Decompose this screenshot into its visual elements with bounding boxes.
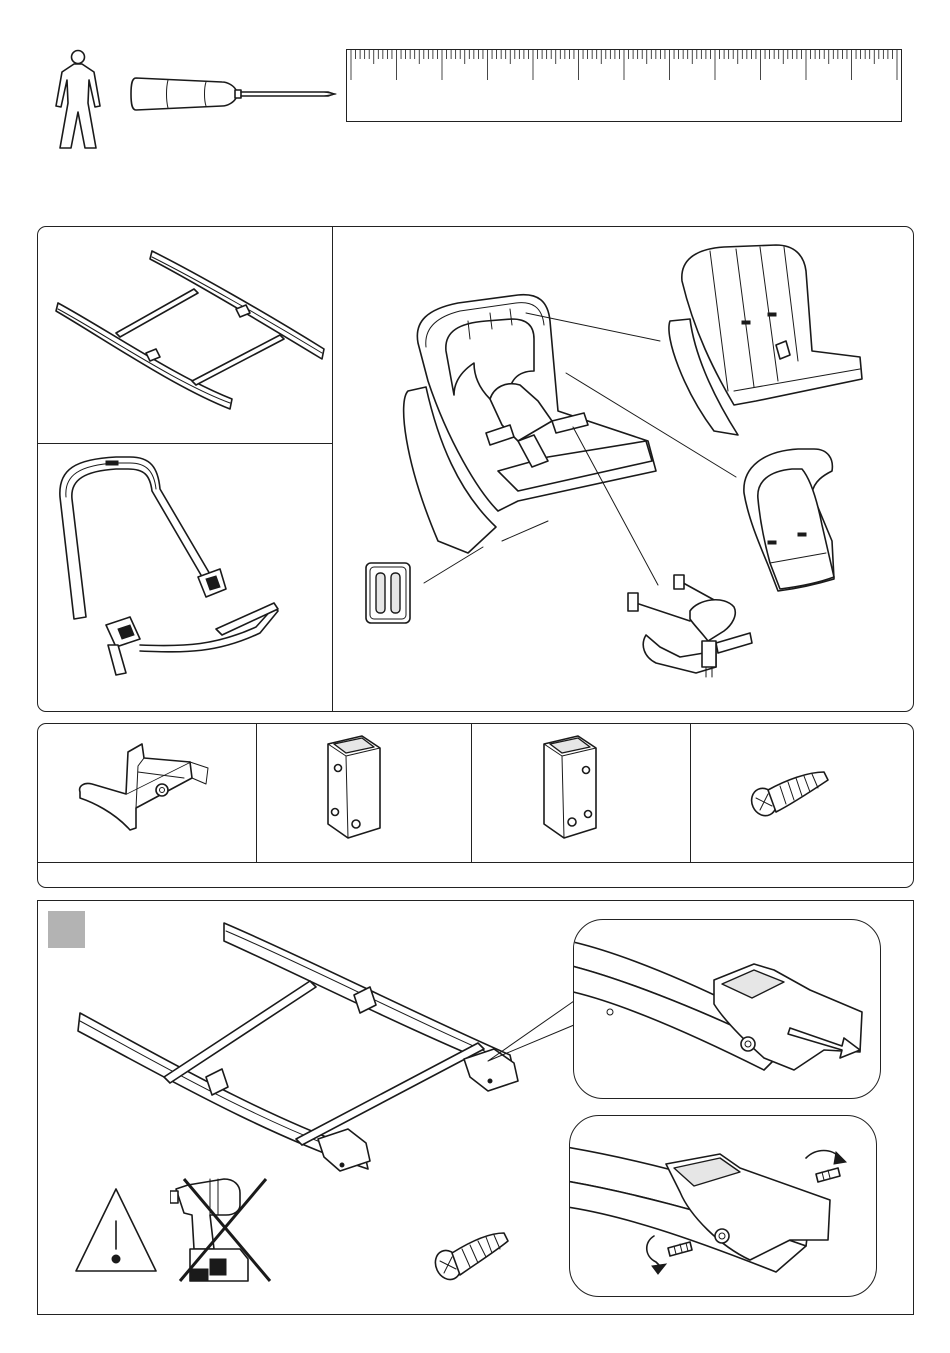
screw-icon — [430, 1223, 514, 1287]
warning-triangle-icon — [72, 1183, 160, 1279]
screw-icon — [746, 764, 836, 824]
connector-block-b-icon — [534, 732, 614, 844]
hardware-footer-divider — [38, 862, 913, 863]
detail-view-insert — [573, 919, 881, 1099]
hardware-footer-text — [48, 866, 903, 884]
hardware-divider — [690, 724, 691, 862]
parts-overview-panel — [37, 226, 914, 712]
ruler-icon — [346, 49, 902, 122]
hardware-divider — [256, 724, 257, 862]
hardware-divider — [471, 724, 472, 862]
hardware-panel — [37, 723, 914, 888]
detail-view-screw — [569, 1115, 877, 1297]
connector-block-a-icon — [318, 732, 398, 844]
person-icon — [50, 48, 106, 150]
end-cap-icon — [74, 732, 214, 836]
screwdriver-icon — [128, 68, 343, 120]
callout-pointer — [478, 981, 578, 1071]
step-panel — [37, 900, 914, 1315]
leader-lines — [38, 227, 915, 713]
no-power-drill-icon — [170, 1169, 278, 1289]
